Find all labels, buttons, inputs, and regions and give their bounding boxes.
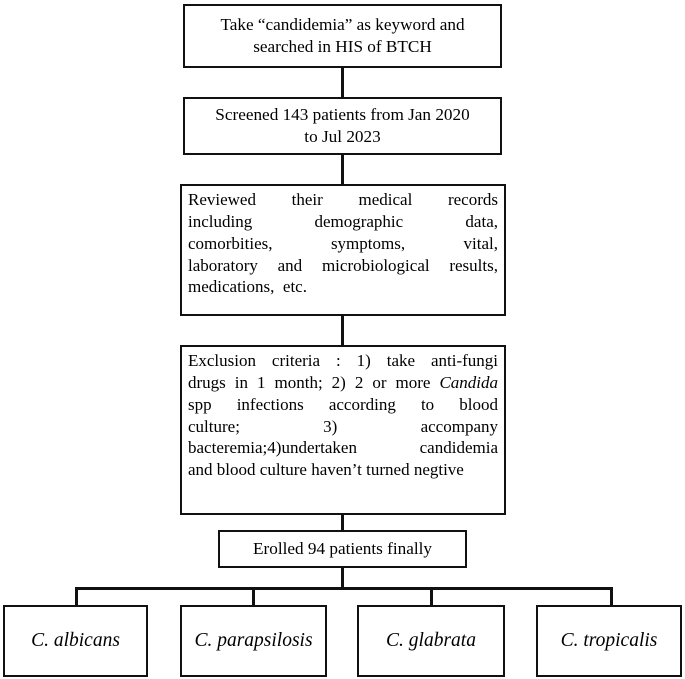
- node-species-c-parapsilosis: C. parapsilosis: [180, 605, 327, 677]
- connector-review-to-exclusion: [341, 315, 344, 346]
- node-exclusion-criteria: Exclusion criteria : 1) take anti-fungi …: [180, 345, 506, 515]
- node-screened-patients-line-2: to Jul 2023: [304, 127, 381, 146]
- node-reviewed-records: Reviewed their medical records including…: [180, 184, 506, 316]
- node-reviewed-records-line-3: comorbities, symptoms, vital,: [188, 233, 498, 253]
- node-exclusion-criteria-line-2-plain: drugs in 1 month; 2) 2 or more: [188, 372, 440, 392]
- connector-exclusion-to-enrolled: [341, 514, 344, 531]
- connector-stem-species-3: [430, 587, 433, 606]
- node-keyword-search-line-2: searched in HIS of BTCH: [253, 37, 432, 56]
- node-enrolled-patients-text: Erolled 94 patients finally: [253, 538, 432, 558]
- node-reviewed-records-line-4: laboratory and microbiological results,: [188, 255, 498, 275]
- connector-stem-species-4: [610, 587, 613, 606]
- node-exclusion-criteria-line-4: culture; 3) accompany: [188, 416, 498, 436]
- node-reviewed-records-text: Reviewed their medical records including…: [182, 189, 504, 298]
- node-exclusion-criteria-line-1: Exclusion criteria : 1) take anti-fungi: [188, 351, 498, 370]
- node-exclusion-criteria-text: Exclusion criteria : 1) take anti-fungi …: [182, 350, 504, 481]
- node-enrolled-patients: Erolled 94 patients finally: [218, 530, 467, 568]
- node-species-c-glabrata-label: C. glabrata: [386, 630, 476, 652]
- node-species-c-glabrata: C. glabrata: [357, 605, 505, 677]
- node-species-c-albicans-label: C. albicans: [31, 630, 120, 652]
- node-exclusion-criteria-line-3: spp infections according to blood: [188, 394, 498, 414]
- node-keyword-search-line-1: Take “candidemia” as keyword and: [220, 14, 465, 34]
- connector-species-distributor-bar: [75, 587, 613, 590]
- node-exclusion-criteria-line-2: drugs in 1 month; 2) 2 or more Candida: [188, 372, 498, 394]
- node-reviewed-records-line-5: medications, etc.: [188, 277, 307, 297]
- node-exclusion-criteria-line-5: bacteremia;4)undertaken candidemia: [188, 438, 498, 458]
- node-reviewed-records-line-1: Reviewed their medical records: [188, 190, 498, 209]
- connector-enrolled-stem: [341, 567, 344, 589]
- connector-search-to-screened: [341, 67, 344, 98]
- node-species-c-tropicalis: C. tropicalis: [536, 605, 682, 677]
- node-keyword-search-text: Take “candidemia” as keyword and searche…: [185, 14, 500, 59]
- node-exclusion-criteria-species-candida: Candida: [439, 372, 498, 392]
- connector-stem-species-1: [75, 587, 78, 606]
- node-keyword-search: Take “candidemia” as keyword and searche…: [183, 4, 502, 68]
- node-screened-patients-text: Screened 143 patients from Jan 2020 to J…: [185, 104, 500, 149]
- connector-screened-to-review: [341, 154, 344, 185]
- connector-stem-species-2: [252, 587, 255, 606]
- node-reviewed-records-line-2: including demographic data,: [188, 211, 498, 231]
- node-screened-patients: Screened 143 patients from Jan 2020 to J…: [183, 97, 502, 155]
- node-screened-patients-line-1: Screened 143 patients from Jan 2020: [215, 104, 470, 124]
- node-exclusion-criteria-line-6: and blood culture haven’t turned negtive: [188, 460, 464, 480]
- node-species-c-parapsilosis-label: C. parapsilosis: [194, 630, 313, 652]
- node-species-c-tropicalis-label: C. tropicalis: [560, 630, 658, 652]
- node-species-c-albicans: C. albicans: [3, 605, 148, 677]
